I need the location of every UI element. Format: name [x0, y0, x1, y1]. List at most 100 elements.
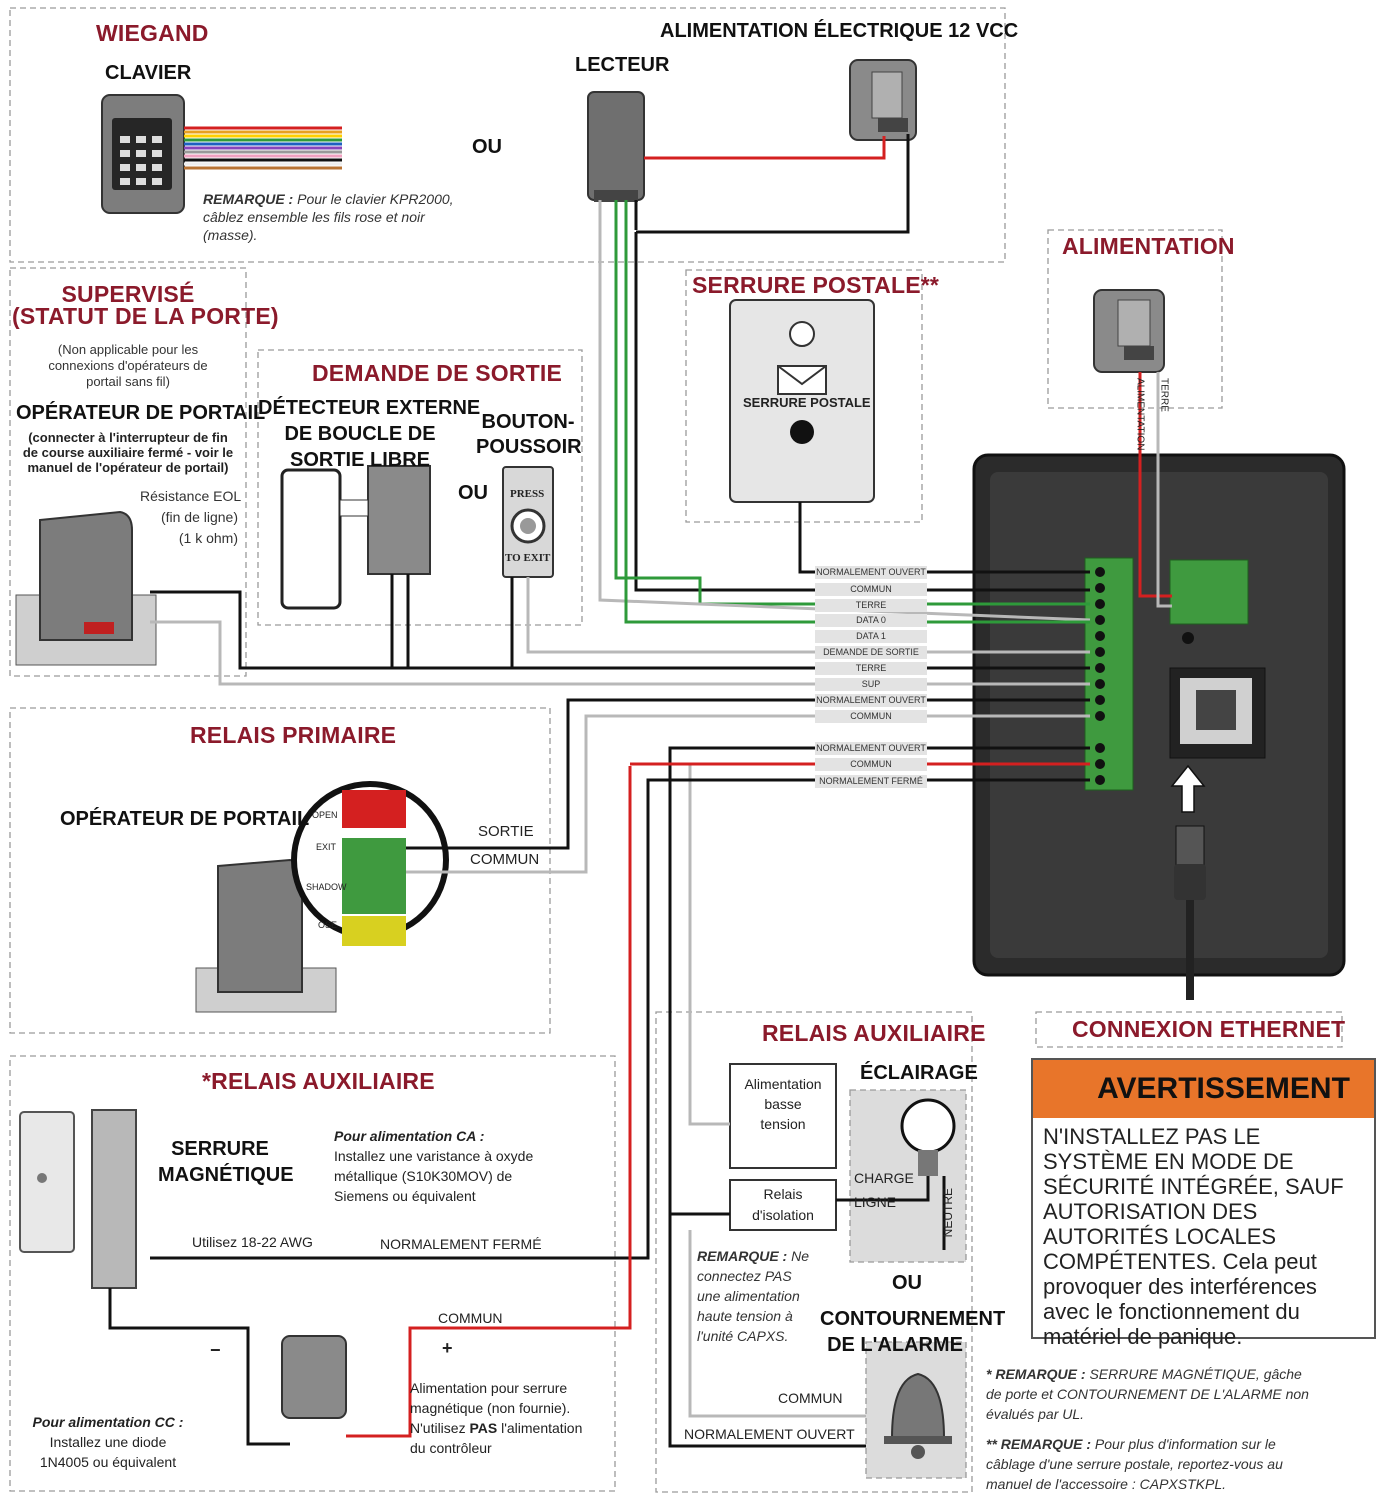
mag-supply-3a: N'utilisez: [410, 1420, 470, 1436]
label-op-shadow: SHADOW: [306, 882, 347, 892]
low-voltage-2: basse: [764, 1096, 802, 1112]
plus-icon: +: [442, 1338, 453, 1358]
label-commun: COMMUN: [470, 851, 540, 868]
reader-device: [587, 91, 645, 202]
title-aux-relay-star: *RELAIS AUXILIAIRE: [202, 1068, 435, 1094]
label-or-1: OU: [472, 136, 502, 158]
gate-operator-note-1: (connecter à l'interrupteur de fin: [28, 430, 228, 445]
eol-2: (fin de ligne): [160, 509, 238, 525]
mag-supply-note: Alimentation pour serrure magnétique (no…: [410, 1378, 582, 1458]
bulb-icon: [900, 1098, 956, 1176]
ethernet-cable: [1174, 825, 1206, 1000]
label-gate-operator: OPÉRATEUR DE PORTAIL: [16, 402, 266, 424]
label-supply-ground: TERRE: [1158, 378, 1170, 412]
wireless-note: (Non applicable pour les connexions d'op…: [14, 342, 242, 390]
warning-title: AVERTISSEMENT: [1097, 1072, 1350, 1105]
title-postal: SERRURE POSTALE**: [692, 272, 940, 298]
gate-operator-2: [195, 858, 337, 1013]
label-supply-alim: ALIMENTATION: [1134, 378, 1146, 451]
label-nc: NORMALEMENT FERMÉ: [380, 1236, 542, 1252]
wireless-note-3: portail sans fil): [86, 374, 170, 389]
mag-supply-3c: l'alimentation: [497, 1420, 583, 1436]
terminal-label: TERRE: [815, 662, 927, 675]
ac-text-2: métallique (S10K30MOV) de: [334, 1168, 513, 1184]
isolation-label: Relais d'isolation: [730, 1184, 836, 1226]
wireless-note-1: (Non applicable pour les: [57, 342, 199, 357]
ac-text-3: Siemens ou équivalent: [334, 1188, 476, 1204]
terminal-label: NORMALEMENT FERMÉ: [815, 775, 927, 788]
label-or-3: OU: [892, 1272, 922, 1294]
title-power-12v: ALIMENTATION ÉLECTRIQUE 12 VCC: [660, 20, 1019, 42]
hv-note: REMARQUE : Ne connectez PAS une alimenta…: [697, 1246, 809, 1346]
label-or-2: OU: [458, 482, 488, 504]
alarm-bypass-2: DE L'ALARME: [827, 1334, 963, 1356]
isolation-1: Relais: [763, 1186, 803, 1202]
title-wiegand: WIEGAND: [96, 20, 209, 46]
label-ligne: LIGNE: [854, 1194, 897, 1210]
footnote-2-bold: ** REMARQUE :: [986, 1436, 1092, 1452]
mag-supply-3b: PAS: [469, 1420, 498, 1436]
ac-note: Pour alimentation CA : Installez une var…: [334, 1126, 533, 1206]
title-supervised-1: SUPERVISÉ: [61, 281, 195, 307]
box-aux-relay-left: [9, 1055, 616, 1492]
mag-lock-1: SERRURE: [171, 1138, 269, 1160]
box-aux-relay-right: [655, 1011, 973, 1493]
label-charge: CHARGE: [854, 1170, 914, 1186]
terminal-label: SUP: [815, 678, 927, 691]
terminal-label: COMMUN: [815, 710, 927, 723]
label-op-close: OSE: [318, 920, 338, 930]
title-rex: DEMANDE DE SORTIE: [312, 360, 563, 386]
hv-note-5: l'unité CAPXS.: [697, 1328, 789, 1344]
title-supervised-2: (STATUT DE LA PORTE): [12, 303, 279, 329]
title-primary-relay: RELAIS PRIMAIRE: [190, 722, 397, 748]
label-commun-2: COMMUN: [438, 1310, 503, 1326]
keypad-device: [101, 94, 342, 214]
low-voltage-box: [729, 1063, 837, 1169]
hv-note-2: connectez PAS: [697, 1268, 792, 1284]
ext-detector-3: SORTIE LIBRE: [289, 449, 430, 471]
controller-panel: [972, 453, 1346, 977]
terminal-label: COMMUN: [815, 758, 927, 771]
isolation-relay-box: [729, 1179, 837, 1231]
keypad-note-1: Pour le clavier KPR2000,: [297, 191, 454, 207]
ac-text-1: Installez une varistance à oxyde: [334, 1148, 534, 1164]
keypad-note-bold: REMARQUE :: [203, 191, 294, 207]
label-commun-3: COMMUN: [778, 1390, 843, 1406]
terminal-label: NORMALEMENT OUVERT: [815, 694, 927, 707]
mag-lock-supply: [281, 1335, 347, 1419]
power-supply-top: [849, 59, 917, 141]
box-power: [1047, 229, 1223, 409]
mag-lock-device: [19, 1109, 137, 1289]
warning-body: N'INSTALLEZ PAS LE SYSTÈME EN MODE DE SÉ…: [1043, 1124, 1344, 1349]
dc-title: Pour alimentation CC :: [32, 1414, 184, 1430]
low-voltage-1: Alimentation: [744, 1076, 822, 1092]
mag-supply-3: N'utilisez PAS l'alimentation: [410, 1418, 582, 1438]
dc-text-2: 1N4005 ou équivalent: [39, 1454, 177, 1470]
footnote-2-text: Pour plus d'information sur le câblage d…: [986, 1436, 1283, 1492]
label-awg: Utilisez 18-22 AWG: [192, 1234, 313, 1250]
label-lighting: ÉCLAIRAGE: [860, 1062, 978, 1084]
title-power: ALIMENTATION: [1062, 233, 1235, 259]
box-postal: [685, 269, 923, 523]
eol-1: Résistance EOL: [140, 488, 242, 504]
terminal-label: DEMANDE DE SORTIE: [815, 646, 927, 659]
hv-note-1: Ne: [791, 1248, 810, 1264]
label-neutre: NEUTRE: [941, 1188, 955, 1238]
dc-text-1: Installez une diode: [49, 1434, 167, 1450]
minus-icon: −: [210, 1340, 221, 1360]
pushbutton-2: POUSSOIR: [476, 436, 582, 458]
pushbutton-1: BOUTON-: [481, 411, 575, 433]
footnote-1-text: SERRURE MAGNÉTIQUE, gâche de porte et CO…: [986, 1366, 1309, 1422]
label-postal-lock: SERRURE POSTALE: [743, 395, 871, 410]
warning-header: AVERTISSEMENT: [1033, 1060, 1374, 1118]
label-op-open: OPEN: [312, 810, 338, 820]
hv-note-bold: REMARQUE :: [697, 1248, 788, 1264]
dc-note: Pour alimentation CC : Installez une dio…: [26, 1412, 190, 1472]
power-supply-right: [1093, 289, 1165, 373]
eol-label: Résistance EOL (fin de ligne) (1 k ohm): [140, 486, 242, 549]
gate-operator-note: (connecter à l'interrupteur de fin de co…: [12, 430, 244, 475]
terminal-label: TERRE: [815, 599, 927, 612]
hv-note-3: une alimentation: [697, 1288, 800, 1304]
pushbutton-label: BOUTON- POUSSOIR: [476, 410, 582, 460]
loop-detector: [367, 465, 431, 575]
